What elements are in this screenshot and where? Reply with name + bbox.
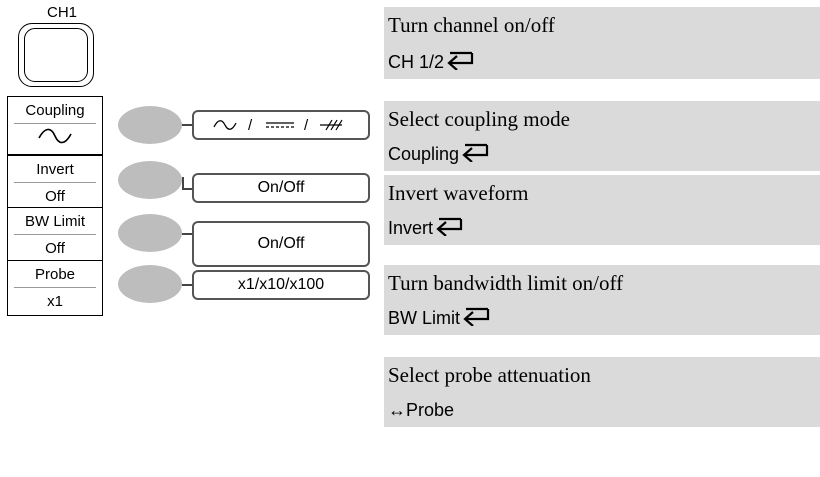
connector-line <box>182 284 192 286</box>
enter-icon <box>463 307 490 326</box>
enter-icon <box>462 143 489 162</box>
desc-row: Turn bandwidth limit on/off <box>384 263 820 299</box>
desc-text: BW Limit <box>388 308 460 328</box>
bezel-button-probe[interactable] <box>118 265 182 303</box>
bezel-button-coupling[interactable] <box>118 106 182 144</box>
svg-text:/: / <box>248 117 253 134</box>
desc-text: Coupling <box>388 144 460 164</box>
menu-probe-value: x1 <box>47 293 63 310</box>
bezel-button-bw-limit[interactable] <box>118 214 182 252</box>
desc-row: CH 1/2 <box>384 43 820 79</box>
option-probe: x1/x10/x100 <box>192 270 370 300</box>
desc-row: Coupling <box>384 135 820 171</box>
desc-text: Turn bandwidth limit on/off <box>388 271 624 295</box>
enter-icon <box>447 51 474 70</box>
ch1-key-label: CH1 <box>46 4 77 21</box>
connector-line <box>182 188 192 190</box>
menu-coupling: Coupling <box>7 96 103 155</box>
ch1-key-face <box>24 28 88 82</box>
menu-invert-title: Invert <box>8 156 102 183</box>
connector-line <box>182 233 192 235</box>
option-bw-limit: On/Off <box>192 221 370 267</box>
menu-bw-limit-title: BW Limit <box>8 208 102 235</box>
desc-text: Invert <box>388 218 434 238</box>
menu-coupling-value <box>8 127 102 154</box>
connector-line <box>182 177 184 190</box>
desc-row: Turn channel on/off <box>384 7 820 43</box>
menu-invert: Invert Off <box>7 155 103 211</box>
desc-text: Turn channel on/off <box>388 13 555 37</box>
desc-text: CH 1/2 <box>388 52 445 72</box>
desc-row: ↔Probe <box>384 391 820 427</box>
menu-coupling-title: Coupling <box>8 97 102 124</box>
menu-probe-title: Probe <box>8 261 102 288</box>
desc-text: ↔Probe <box>388 400 455 420</box>
desc-text: Select probe attenuation <box>388 363 591 387</box>
menu-bw-limit-value: Off <box>45 240 65 257</box>
desc-row: Invert <box>384 209 820 245</box>
bezel-button-invert[interactable] <box>118 161 182 199</box>
menu-invert-value: Off <box>45 188 65 205</box>
desc-row: Select probe attenuation <box>384 355 820 391</box>
desc-text: Invert waveform <box>388 181 529 205</box>
menu-probe: Probe x1 <box>7 260 103 316</box>
option-coupling: / / <box>192 110 370 140</box>
ch1-key[interactable] <box>18 23 94 87</box>
coupling-options-icons: / / <box>213 117 343 134</box>
option-invert: On/Off <box>192 173 370 203</box>
enter-icon <box>436 217 463 236</box>
desc-row: Invert waveform <box>384 173 820 209</box>
svg-text:/: / <box>304 117 309 134</box>
desc-text: Select coupling mode <box>388 107 570 131</box>
ac-sine-icon <box>38 128 72 144</box>
desc-row: Select coupling mode <box>384 99 820 135</box>
desc-row: BW Limit <box>384 299 820 335</box>
menu-bw-limit: BW Limit Off <box>7 207 103 263</box>
connector-line <box>182 124 192 126</box>
